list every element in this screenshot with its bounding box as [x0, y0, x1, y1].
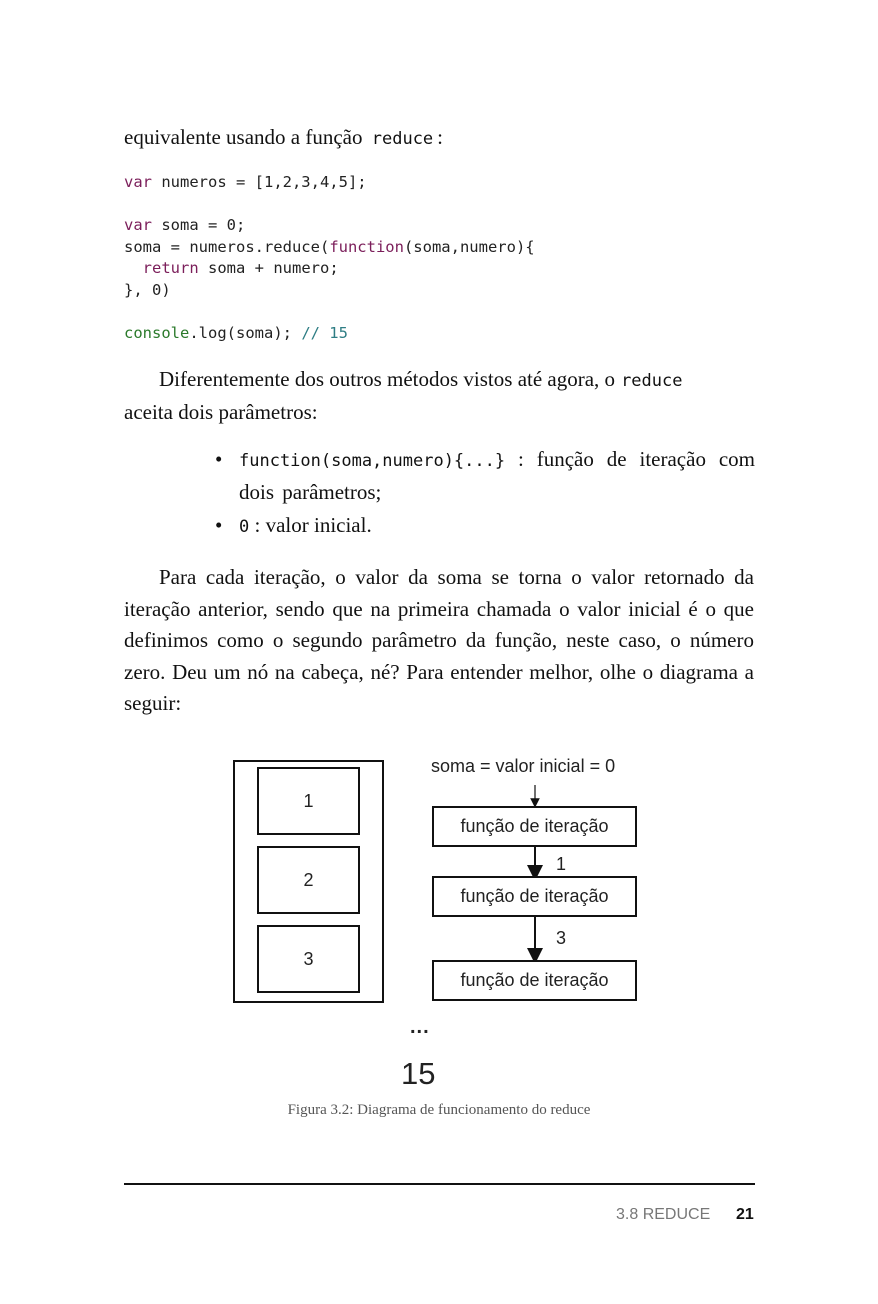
result-value: 15 [401, 1056, 436, 1091]
initial-value-label: soma = valor inicial = 0 [431, 756, 616, 776]
iteration-function-box: função de iteração [432, 876, 637, 917]
figure-caption: Figura 3.2: Diagrama de funcionamento do… [287, 1102, 591, 1118]
array-item: 2 [257, 846, 360, 914]
footer-section-title: 3.8 REDUCE [616, 1206, 711, 1223]
array-item: 1 [257, 767, 360, 835]
inline-code-reduce: reduce [621, 371, 683, 391]
page-number: 21 [736, 1206, 754, 1223]
list-item: 0 : valor inicial. [215, 510, 755, 543]
flow-arrows [527, 785, 543, 964]
footer-rule [124, 1183, 755, 1185]
list-item: function(soma,numero){...} : função de i… [215, 444, 755, 508]
parameter-list: function(soma,numero){...} : função de i… [215, 444, 755, 543]
paragraph-reduce-params: Diferentemente dos outros métodos vistos… [124, 367, 683, 424]
iteration-function-box: função de iteração [432, 806, 637, 847]
iteration-function-box: função de iteração [432, 960, 637, 1001]
paragraph-explanation: Para cada iteração, o valor da soma se t… [124, 565, 754, 715]
arrow-value-label: 1 [556, 854, 567, 874]
reduce-diagram: 1 2 3 soma = valor inicial = 0 função de… [0, 740, 878, 1100]
arrow-value-label: 3 [556, 928, 567, 948]
inline-code-reduce: reduce [371, 129, 434, 149]
ellipsis: ... [410, 1016, 430, 1038]
array-item: 3 [257, 925, 360, 993]
code-block: var numeros = [1,2,3,4,5]; var soma = 0;… [124, 173, 535, 343]
intro-text: equivalente usando a função reduce: [124, 125, 444, 149]
